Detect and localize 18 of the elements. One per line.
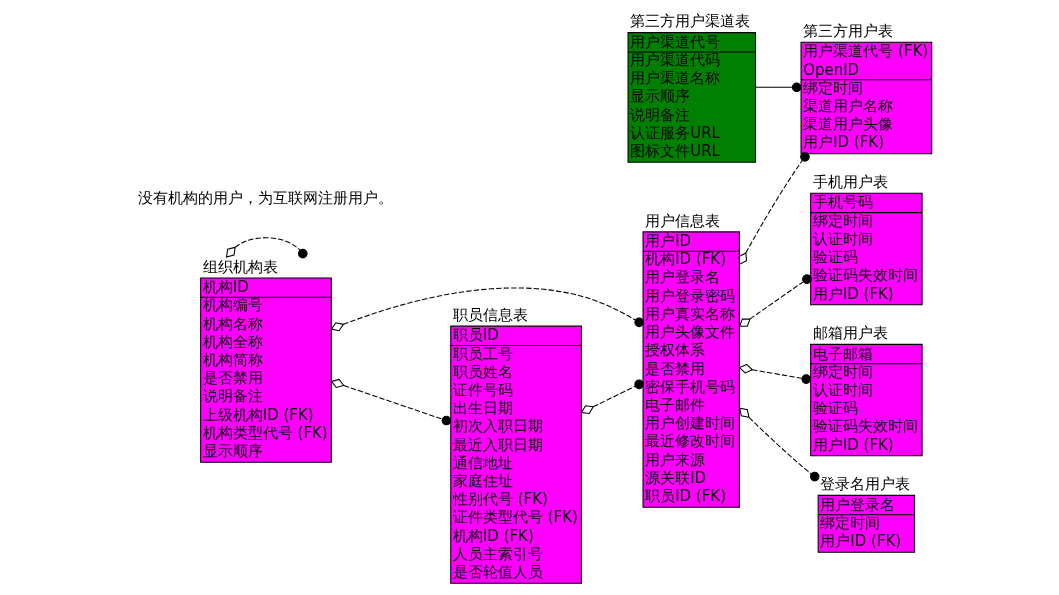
connector <box>738 274 812 327</box>
connector <box>330 378 452 426</box>
node-label: 第三方用户渠道表 <box>630 12 751 31</box>
connector <box>225 237 308 259</box>
node-label: 邮箱用户表 <box>812 324 888 343</box>
connector <box>739 407 820 482</box>
connector <box>738 152 810 266</box>
node-label: 第三方用户表 <box>803 22 894 41</box>
node-label: 手机用户表 <box>812 173 888 192</box>
node-label: 登录名用户表 <box>820 475 911 494</box>
connector <box>738 363 812 384</box>
node-label: 职员信息表 <box>452 305 528 324</box>
connector <box>580 379 644 415</box>
connector <box>330 287 644 332</box>
node-label: 用户信息表 <box>645 211 721 230</box>
node-label: 组织机构表 <box>202 257 278 276</box>
connector <box>754 82 802 93</box>
label: 没有机构的用户，为互联网注册用户。 <box>138 188 394 207</box>
